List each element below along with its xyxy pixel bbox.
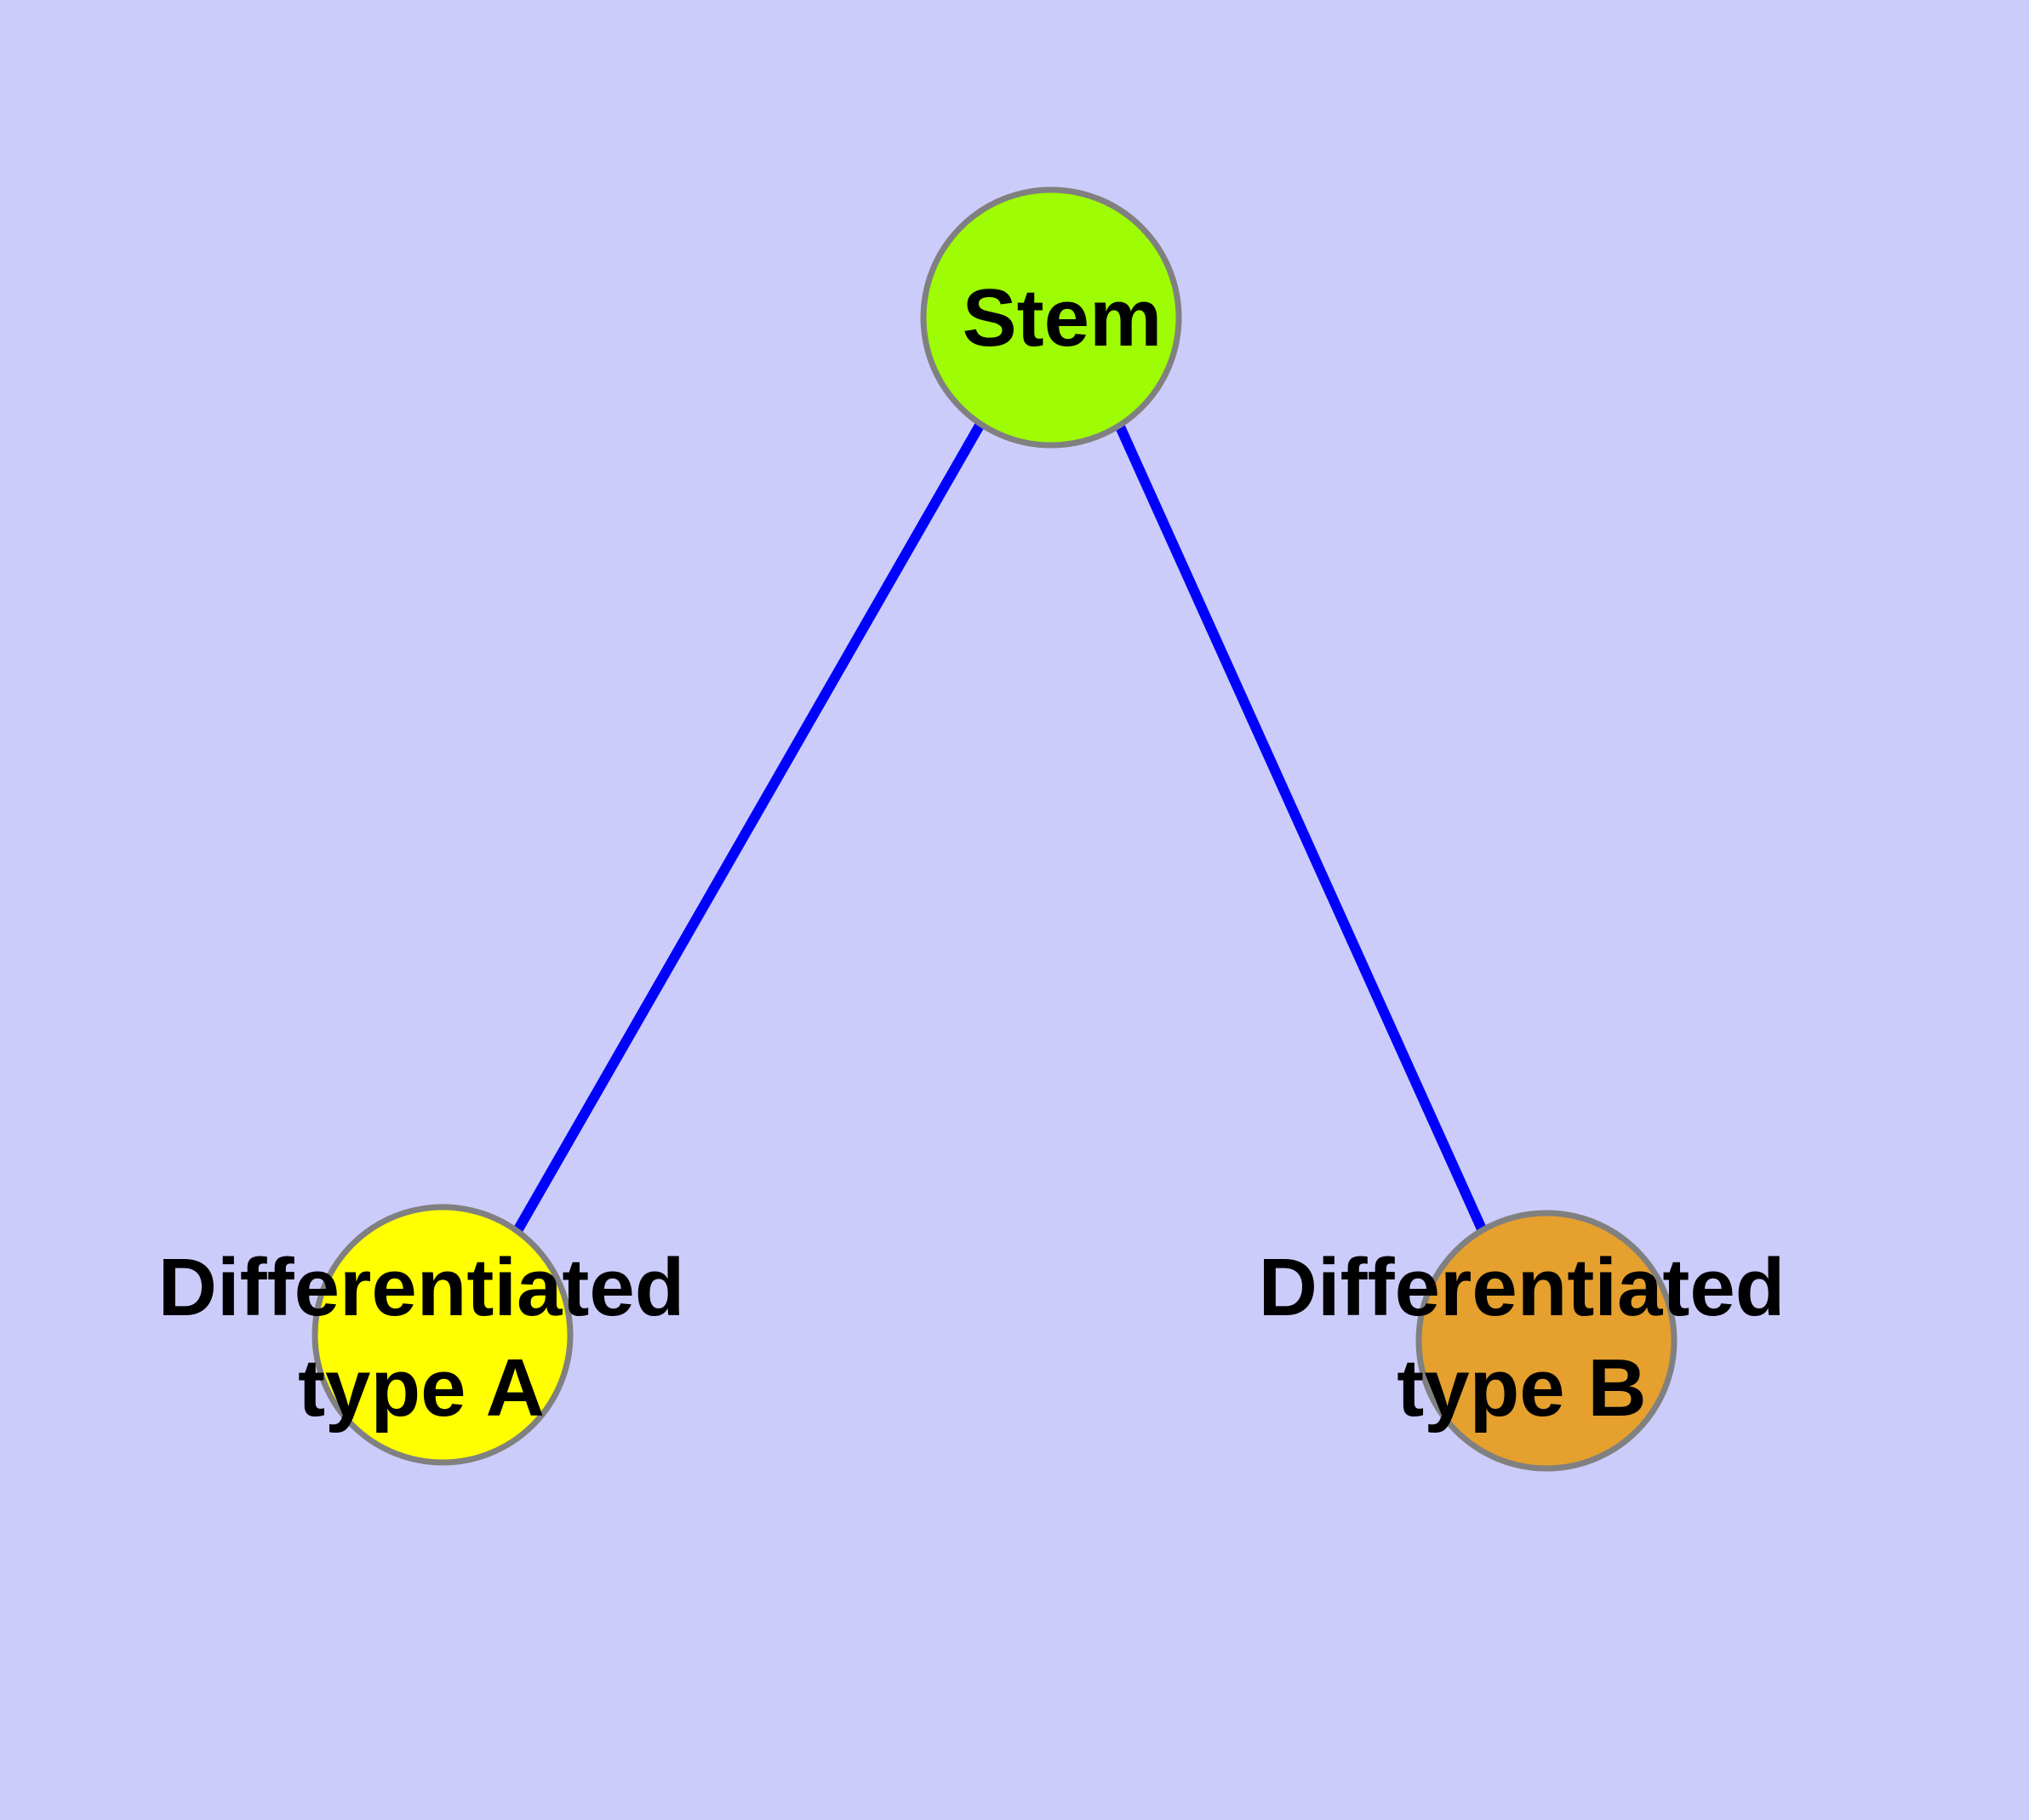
nodes-group — [311, 186, 1677, 1472]
edges-group — [513, 421, 1488, 1233]
node-label-line: Stem — [963, 272, 1163, 363]
node-circle-diff_a[interactable] — [311, 1204, 574, 1466]
node-label-line: type B — [1397, 1342, 1646, 1434]
node-label-line: type A — [298, 1342, 545, 1434]
node-label-stem: Stem — [963, 272, 1163, 363]
node-circle-diff_b[interactable] — [1415, 1210, 1677, 1472]
edge-stem-diff-a[interactable] — [513, 421, 986, 1232]
node-circle-stem[interactable] — [920, 186, 1182, 449]
node-label-line: Differentiated — [1259, 1242, 1786, 1333]
edge-stem-diff-b[interactable] — [1114, 422, 1488, 1233]
node-label-line: Differentiated — [158, 1242, 685, 1333]
